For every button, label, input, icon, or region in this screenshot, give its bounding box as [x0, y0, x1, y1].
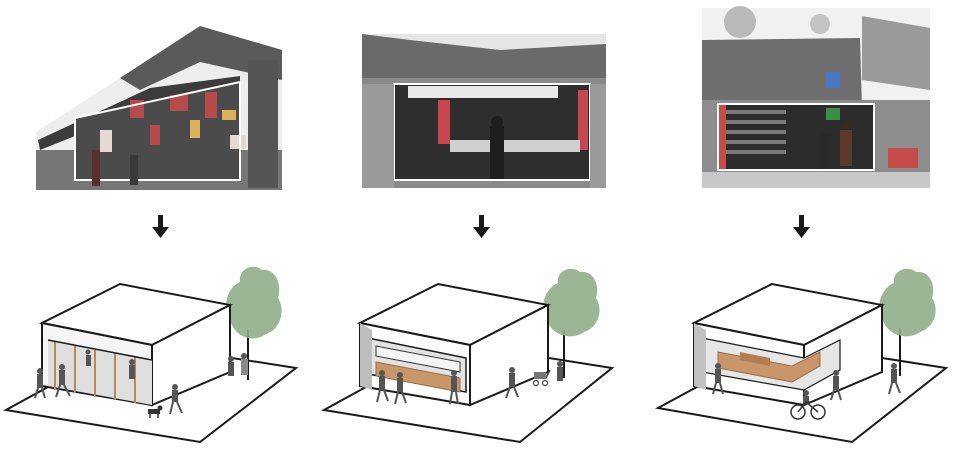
bicycle-icon — [790, 400, 826, 420]
dog-icon — [148, 405, 163, 418]
down-arrow-icon — [793, 215, 810, 238]
counter-window-front — [356, 282, 552, 407]
pedestrian-icon — [712, 363, 901, 404]
wrap-around-counter-front — [690, 282, 886, 407]
panel-2-canvas — [320, 34, 615, 444]
panel-3 — [640, 0, 960, 451]
panel-1-canvas — [2, 26, 299, 444]
corner-store-photo — [702, 6, 930, 188]
down-arrow-icon — [152, 215, 169, 238]
pedestrian-icon — [376, 361, 563, 405]
tree-icon — [879, 268, 936, 376]
market-stall-street-photo — [36, 26, 282, 190]
panel-1 — [0, 0, 320, 451]
panel-3-canvas — [654, 6, 949, 444]
open-glazed-front — [38, 282, 234, 407]
panel-2 — [320, 0, 640, 451]
awning-shopfront-photo — [362, 34, 606, 188]
stroller-icon — [532, 369, 551, 387]
tree-icon — [543, 268, 600, 378]
pedestrian-icon — [34, 349, 248, 415]
down-arrow-icon — [473, 215, 490, 238]
